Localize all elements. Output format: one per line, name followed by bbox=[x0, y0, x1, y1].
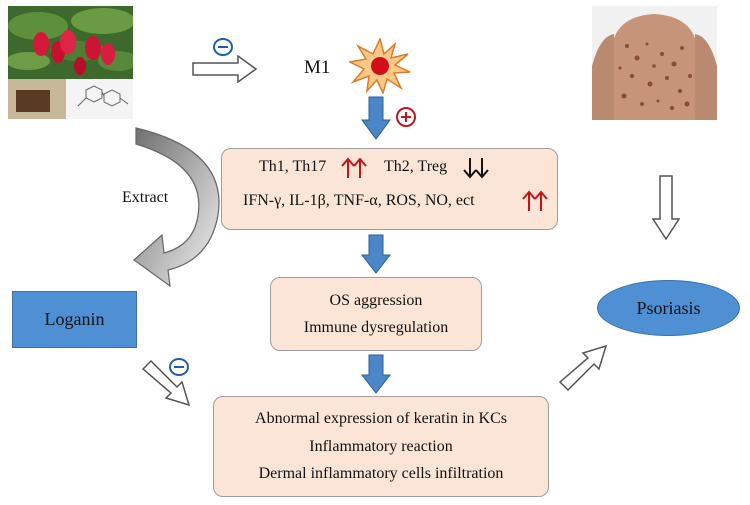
loganin-label: Loganin bbox=[44, 309, 105, 329]
inhibit-icon bbox=[169, 358, 189, 376]
up-arrows-icon bbox=[341, 157, 367, 178]
outcome-box bbox=[213, 396, 549, 497]
m1-macrophage-icon bbox=[349, 38, 411, 94]
loganin-node: Loganin bbox=[12, 291, 137, 348]
psoriasis-label: Psoriasis bbox=[636, 297, 701, 318]
hollow-arrow-to-m1 bbox=[192, 55, 258, 83]
hollow-arrow-loganin bbox=[141, 359, 191, 407]
promote-icon bbox=[396, 107, 416, 127]
skin-photo-icon bbox=[592, 6, 717, 120]
up-arrows-icon bbox=[522, 190, 548, 211]
cytokines-text: IFN-γ, IL-1β, TNF-α, ROS, NO, ect bbox=[243, 192, 475, 209]
plant-photo-icon bbox=[8, 6, 133, 119]
flow-arrow-1 bbox=[361, 96, 391, 140]
os-aggression-text: OS aggression bbox=[329, 292, 423, 309]
th1-th17-text: Th1, Th17 bbox=[259, 158, 327, 175]
infiltration-text: Dermal inflammatory cells infiltration bbox=[258, 465, 504, 482]
inhibit-icon bbox=[213, 38, 233, 56]
curved-extract-arrow bbox=[133, 127, 220, 288]
flow-arrow-3 bbox=[361, 354, 391, 394]
m1-label: M1 bbox=[304, 57, 331, 78]
extract-label: Extract bbox=[122, 189, 169, 206]
psoriasis-node: Psoriasis bbox=[597, 280, 740, 336]
cytokine-box bbox=[221, 148, 558, 230]
flow-arrow-2 bbox=[361, 234, 391, 274]
th2-treg-text: Th2, Treg bbox=[384, 158, 448, 175]
keratin-text: Abnormal expression of keratin in KCs bbox=[255, 410, 507, 427]
hollow-arrow-to-psoriasis bbox=[558, 344, 608, 392]
hollow-arrow-skin bbox=[652, 175, 680, 241]
down-arrows-icon bbox=[463, 158, 489, 179]
immune-dysregulation-text: Immune dysregulation bbox=[303, 319, 449, 336]
inflammatory-reaction-text: Inflammatory reaction bbox=[309, 438, 453, 455]
os-immune-box bbox=[270, 277, 482, 351]
